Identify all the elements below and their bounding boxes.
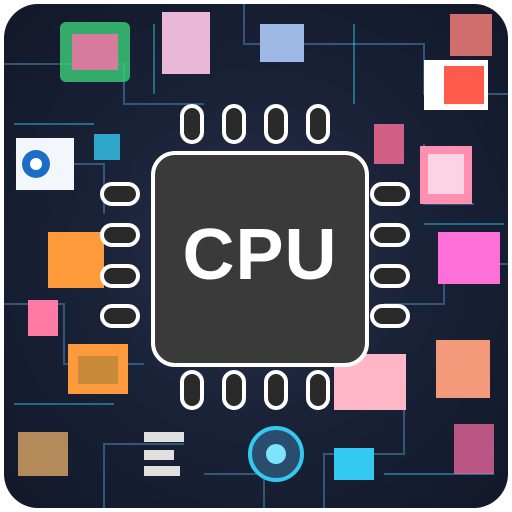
chip-pin-bottom [264,370,288,410]
chip-pin-left [100,264,140,288]
cpu-chip-body: CPU [151,151,369,367]
chip-pin-left [100,304,140,328]
chip-pin-bottom [222,370,246,410]
chip-pin-bottom [180,370,204,410]
chip-pin-top [222,104,246,144]
cpu-icon-frame: CPU [4,4,508,508]
chip-pin-top [306,104,330,144]
chip-pin-right [370,304,410,328]
chip-pin-left [100,182,140,206]
chip-pin-top [264,104,288,144]
cpu-label: CPU [182,215,338,295]
chip-pin-top [180,104,204,144]
chip-pin-bottom [306,370,330,410]
chip-pin-right [370,223,410,247]
chip-pin-right [370,264,410,288]
chip-pin-right [370,182,410,206]
circuit-collage-background [4,4,508,508]
chip-pin-left [100,223,140,247]
